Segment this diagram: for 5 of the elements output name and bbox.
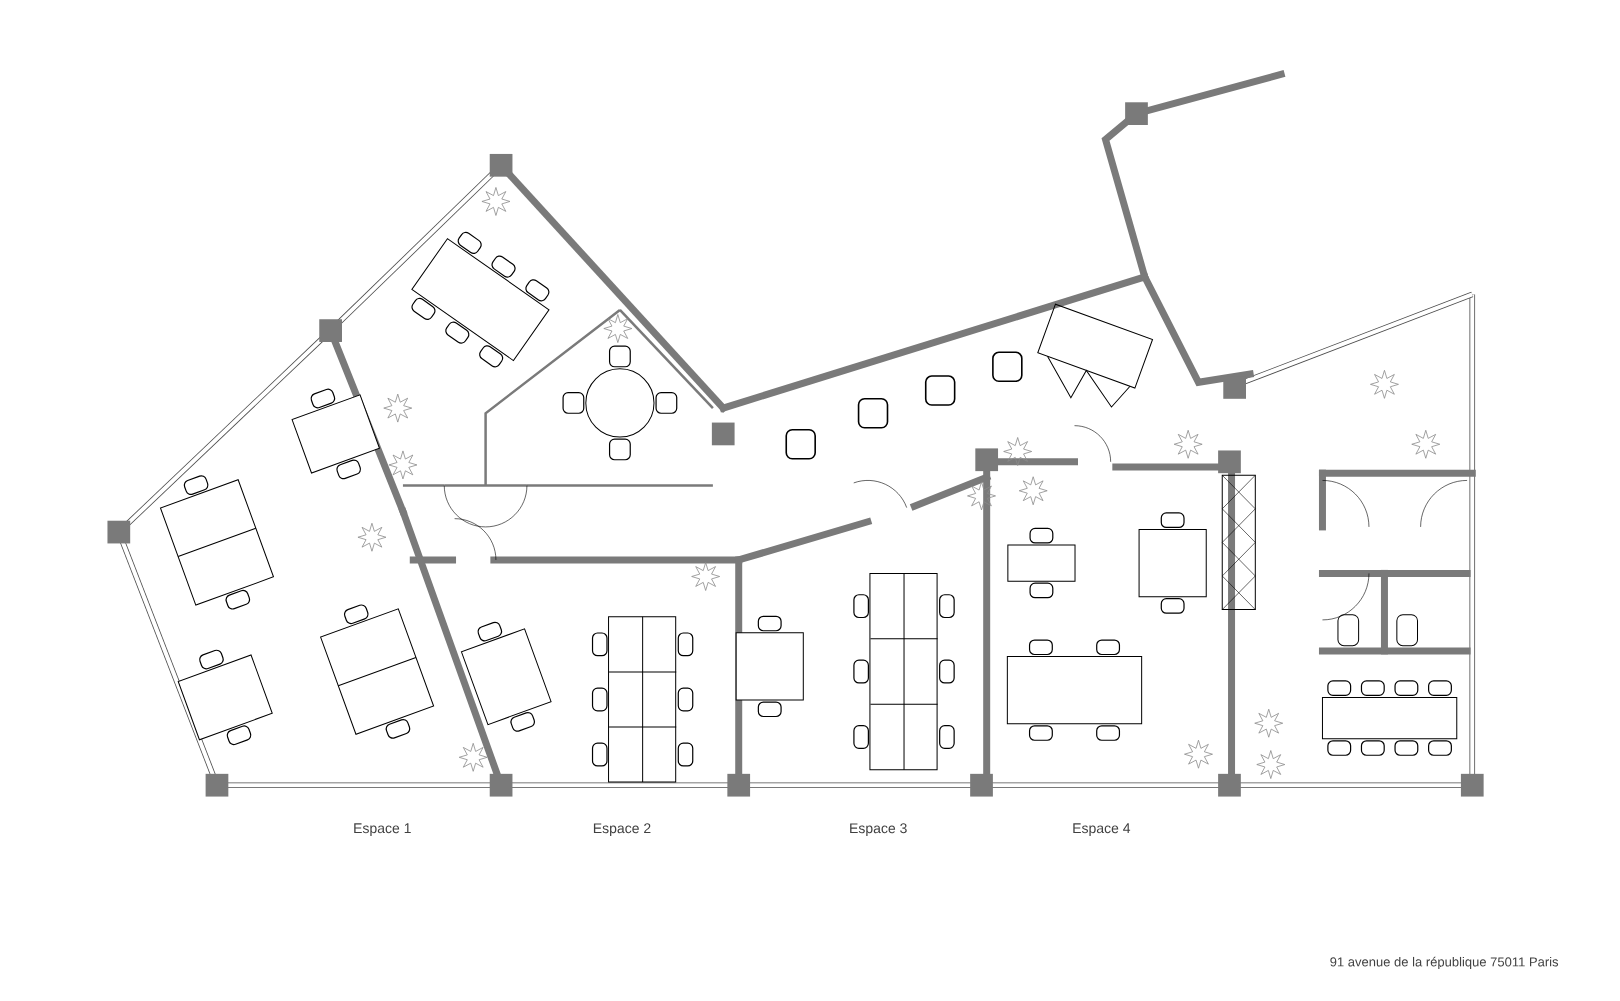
space-label: Espace 1 [354,823,411,836]
space-label: Espace 3 [850,823,907,836]
space-label: Espace 2 [593,823,651,836]
address-text: 91 avenue de la république 75011 Paris [1330,956,1559,969]
space-label: Espace 4 [1073,823,1131,836]
